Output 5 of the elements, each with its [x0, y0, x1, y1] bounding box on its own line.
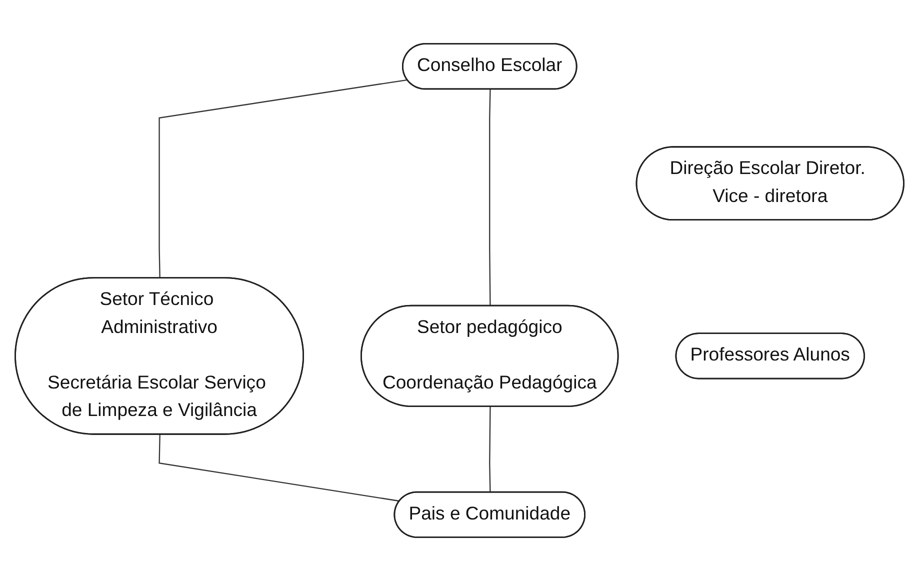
connector	[158, 79, 408, 278]
connector	[489, 406, 491, 493]
connector	[489, 90, 491, 306]
connector	[158, 434, 400, 502]
org-chart-drawing: Conselho Escolar Direção Escolar Diretor. Vice - diretora Setor Técnico Administrativo Secretária Escolar Serviço de Limpeza e Vigilância Setor pedagógico Coordenação Pedagógica Professores Alunos Pais e Comunidade	[6, 6, 913, 575]
